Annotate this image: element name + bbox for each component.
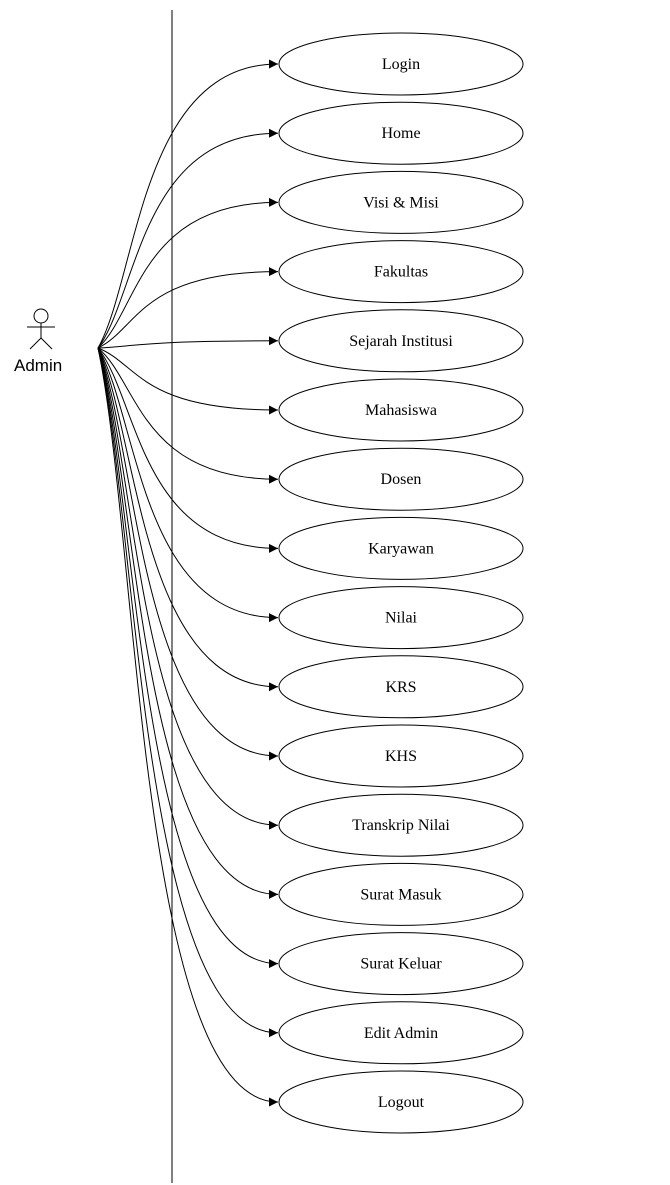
use-case-label: Fakultas [374, 264, 428, 281]
use-case-ellipse [278, 447, 524, 511]
use-case-label: Mahasiswa [365, 402, 437, 419]
use-case-label: KHS [385, 748, 417, 765]
association-karyawan [97, 347, 279, 553]
actor-leg-left [29, 337, 42, 350]
association-surat-keluar [97, 347, 279, 969]
use-case-logout: Logout [278, 1070, 524, 1134]
connectors [97, 59, 279, 1107]
use-case-edit-admin: Edit Admin [278, 1001, 524, 1065]
use-case-ellipse [278, 793, 524, 857]
use-case-ellipse [278, 516, 524, 580]
use-case-label: Karyawan [368, 540, 434, 557]
use-case-label: Visi & Misi [363, 194, 439, 211]
use-case-transkrip-nilai: Transkrip Nilai [278, 793, 524, 857]
use-case-ellipse [278, 862, 524, 926]
association-fakultas [97, 267, 279, 349]
use-case-krs: KRS [278, 655, 524, 719]
use-case-ellipse [278, 724, 524, 788]
use-case-sejarah-institusi: Sejarah Institusi [278, 309, 524, 373]
use-case-label: Nilai [385, 610, 418, 627]
use-case-visi-and-misi: Visi & Misi [278, 170, 524, 234]
use-case-surat-masuk: Surat Masuk [278, 862, 524, 926]
actor-head [33, 308, 49, 324]
association-nilai [97, 347, 279, 623]
use-case-label: Surat Masuk [360, 886, 441, 903]
use-case-khs: KHS [278, 724, 524, 788]
association-mahasiswa [97, 347, 279, 415]
use-case-label: Surat Keluar [360, 956, 442, 973]
use-case-label: Sejarah Institusi [349, 333, 453, 350]
use-case-label: Login [382, 56, 420, 73]
association-logout [97, 347, 279, 1107]
use-case-ellipse [278, 655, 524, 719]
use-case-ellipse [278, 586, 524, 650]
use-case-label: KRS [385, 679, 416, 696]
use-case-label: Dosen [381, 471, 422, 488]
use-case-ellipse [278, 32, 524, 96]
use-case-mahasiswa: Mahasiswa [278, 378, 524, 442]
use-case-label: Edit Admin [364, 1025, 438, 1042]
association-krs [97, 347, 279, 692]
association-home [97, 128, 279, 349]
use-case-ellipse [278, 1001, 524, 1065]
actor-admin: Admin [14, 308, 62, 375]
association-dosen [97, 347, 279, 484]
use-case-label: Home [381, 125, 420, 142]
use-case-surat-keluar: Surat Keluar [278, 932, 524, 996]
use-case-ellipse [278, 1070, 524, 1134]
use-case-nilai: Nilai [278, 586, 524, 650]
use-case-ellipse [278, 101, 524, 165]
association-transkrip-nilai [97, 347, 279, 830]
use-case-home: Home [278, 101, 524, 165]
association-surat-masuk [97, 347, 279, 899]
use-case-label: Transkrip Nilai [352, 817, 450, 834]
use-case-karyawan: Karyawan [278, 516, 524, 580]
use-case-label: Logout [378, 1094, 425, 1111]
actor-leg-right [40, 337, 53, 350]
association-sejarah-institusi [97, 336, 279, 349]
use-case-ellipse [278, 309, 524, 373]
use-case-ellipse [278, 378, 524, 442]
association-khs [97, 347, 279, 761]
use-case-ellipse [278, 240, 524, 304]
use-case-login: Login [278, 32, 524, 96]
association-login [97, 59, 279, 349]
use-case-ellipse [278, 170, 524, 234]
use-case-fakultas: Fakultas [278, 240, 524, 304]
actor-label: Admin [14, 356, 62, 375]
association-visi-and-misi [97, 197, 279, 349]
use-case-ellipse [278, 932, 524, 996]
use-case-dosen: Dosen [278, 447, 524, 511]
association-edit-admin [97, 347, 279, 1038]
